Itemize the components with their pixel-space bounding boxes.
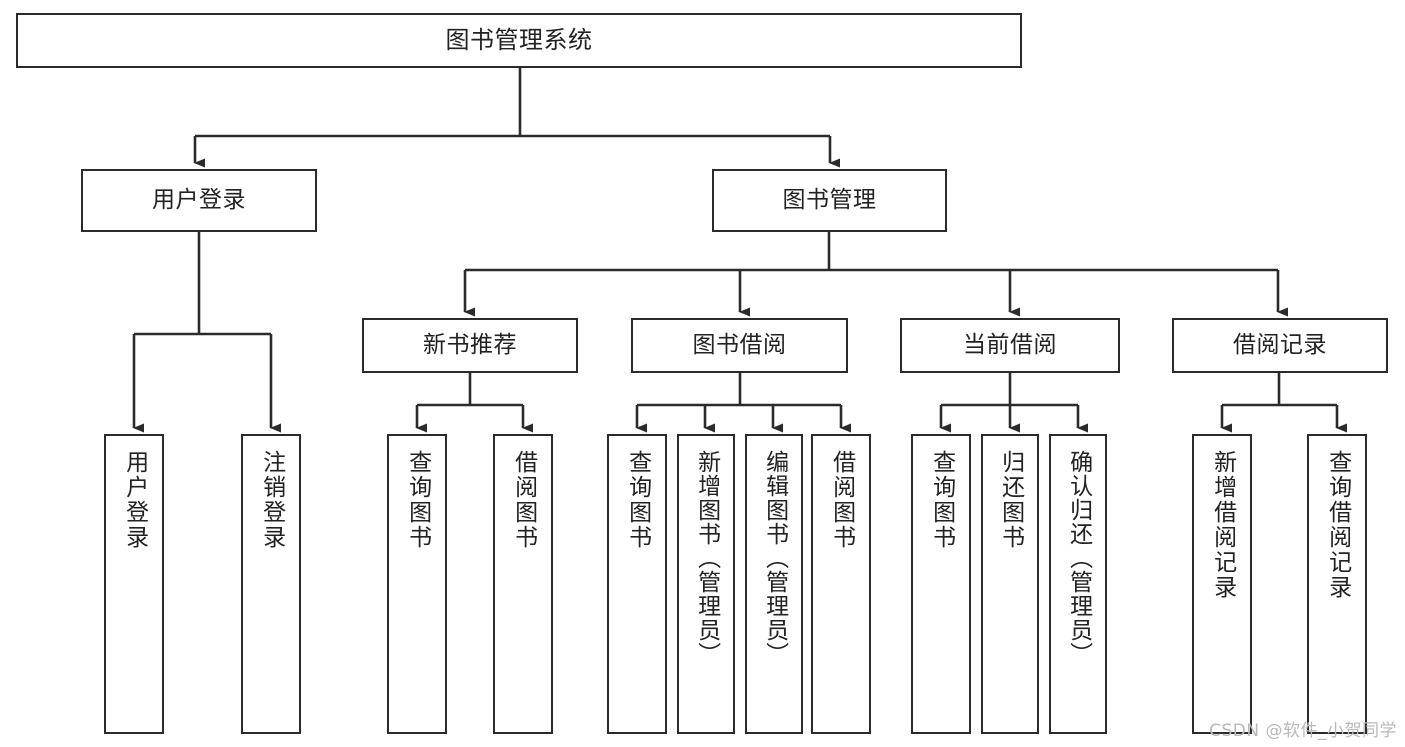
node-label: 新书推荐 [423,332,517,359]
node-label: 用户登录 [121,450,148,550]
node-label: 确认归还（管理员） [1065,450,1092,666]
node-label: 图书管理 [782,187,877,214]
node-leaf-borrow-book-recommend[interactable]: 借阅图书 [493,434,553,734]
node-label: 图书管理系统 [445,25,593,54]
node-borrow-record[interactable]: 借阅记录 [1172,318,1388,373]
node-new-book-recommend[interactable]: 新书推荐 [362,318,578,373]
node-leaf-confirm-return-admin[interactable]: 确认归还（管理员） [1049,434,1107,734]
node-user-login[interactable]: 用户登录 [81,169,317,232]
node-label: 查询图书 [624,450,651,550]
node-label: 查询借阅记录 [1324,450,1351,600]
node-label: 借阅图书 [828,450,855,550]
node-label: 注销登录 [258,450,285,550]
node-leaf-add-borrow-record[interactable]: 新增借阅记录 [1192,434,1252,734]
node-leaf-borrow-book[interactable]: 借阅图书 [811,434,871,734]
node-leaf-return-book[interactable]: 归还图书 [981,434,1039,734]
node-leaf-edit-book-admin[interactable]: 编辑图书（管理员） [745,434,803,734]
node-label: 借阅图书 [510,450,537,550]
node-label: 当前借阅 [963,332,1057,359]
node-label: 归还图书 [997,450,1024,550]
node-label: 图书借阅 [692,332,787,359]
node-root-system[interactable]: 图书管理系统 [16,13,1022,68]
node-leaf-logout[interactable]: 注销登录 [241,434,301,734]
node-leaf-query-book-borrow[interactable]: 查询图书 [607,434,667,734]
node-label: 用户登录 [152,187,246,214]
node-label: 查询图书 [928,450,955,550]
node-book-management[interactable]: 图书管理 [712,169,947,232]
node-leaf-query-book-recommend[interactable]: 查询图书 [387,434,447,734]
csdn-watermark: CSDN @软件_小贺同学 [1209,721,1397,741]
node-leaf-add-book-admin[interactable]: 新增图书（管理员） [677,434,735,734]
node-label: 编辑图书（管理员） [761,450,788,666]
node-current-borrow[interactable]: 当前借阅 [900,318,1120,373]
node-label: 新增借阅记录 [1209,450,1236,600]
node-label: 借阅记录 [1233,332,1327,359]
node-book-borrow[interactable]: 图书借阅 [631,318,848,373]
node-leaf-query-borrow-record[interactable]: 查询借阅记录 [1307,434,1367,734]
node-leaf-query-book-current[interactable]: 查询图书 [911,434,971,734]
node-leaf-user-login[interactable]: 用户登录 [104,434,164,734]
node-label: 查询图书 [404,450,431,550]
node-label: 新增图书（管理员） [693,450,720,666]
